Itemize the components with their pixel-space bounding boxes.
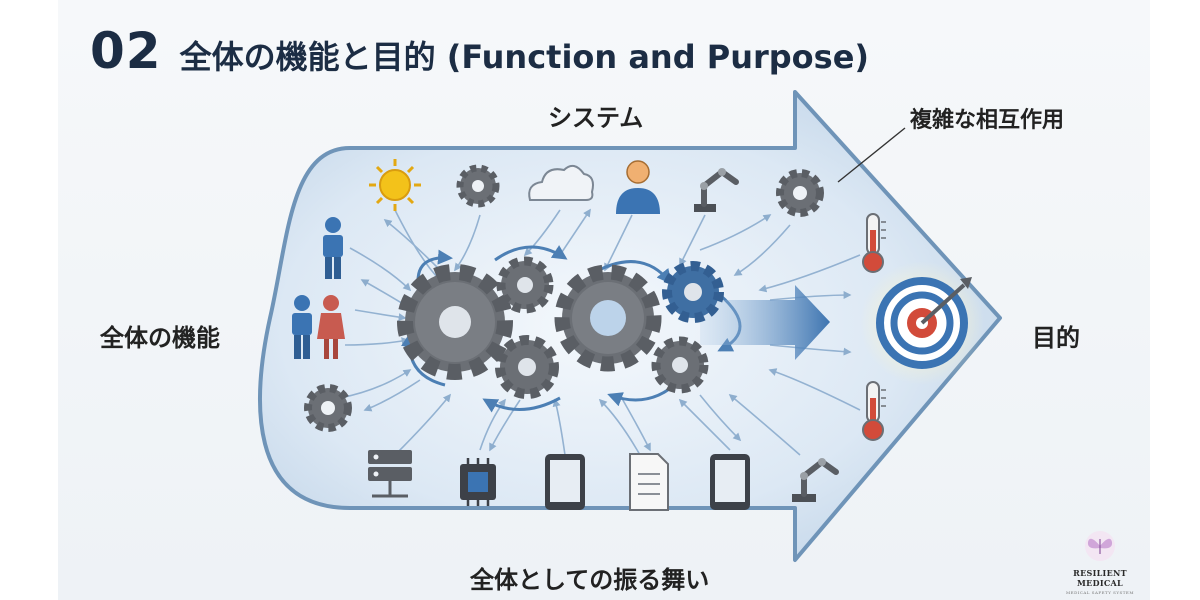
gear-icon — [662, 261, 724, 323]
tablet-icon — [545, 454, 585, 510]
person-icon — [616, 160, 660, 214]
gear-icon — [496, 256, 554, 314]
robot-arm-icon — [694, 168, 739, 212]
purpose-arrow — [700, 285, 830, 360]
callout-line — [837, 127, 906, 183]
thermometer-icon — [862, 213, 886, 273]
logo-subtitle: MEDICAL SAFETY SYSTEM — [1066, 590, 1134, 595]
purpose-label: 目的 — [1032, 324, 1080, 352]
whole-function-label: 全体の機能 — [100, 324, 220, 352]
title-text: 全体の機能と目的 (Function and Purpose) — [179, 38, 870, 76]
target-icon — [860, 261, 984, 385]
chip-icon — [460, 458, 496, 506]
document-icon — [629, 453, 669, 511]
server-icon — [368, 450, 412, 498]
sun-icon — [369, 159, 421, 211]
robot-arm-icon — [792, 458, 839, 502]
butterfly-logo-icon — [1085, 531, 1115, 561]
person-icon — [323, 217, 343, 279]
gear-icon — [554, 264, 662, 372]
gear-icon — [304, 384, 352, 432]
gear-icon — [776, 169, 824, 217]
tablet-icon — [710, 454, 750, 510]
complex-interaction-label: 複雑な相互作用 — [910, 108, 1065, 133]
cloud-icon — [528, 164, 594, 201]
thermometer-icon — [862, 381, 886, 441]
system-label: システム — [548, 104, 644, 132]
couple-icon — [292, 295, 345, 359]
central-gears — [397, 256, 724, 399]
gear-icon — [651, 336, 709, 394]
whole-behavior-label: 全体としての振る舞い — [470, 566, 710, 594]
section-number: 02 — [90, 22, 162, 80]
gear-icon — [456, 164, 500, 208]
gear-icon — [397, 264, 513, 380]
slide-title: 02 全体の機能と目的 (Function and Purpose) — [90, 22, 869, 86]
brand-logo: RESILIENT MEDICAL MEDICAL SAFETY SYSTEM — [1052, 530, 1148, 595]
gear-icon — [495, 335, 559, 399]
logo-name: RESILIENT MEDICAL — [1073, 568, 1127, 588]
